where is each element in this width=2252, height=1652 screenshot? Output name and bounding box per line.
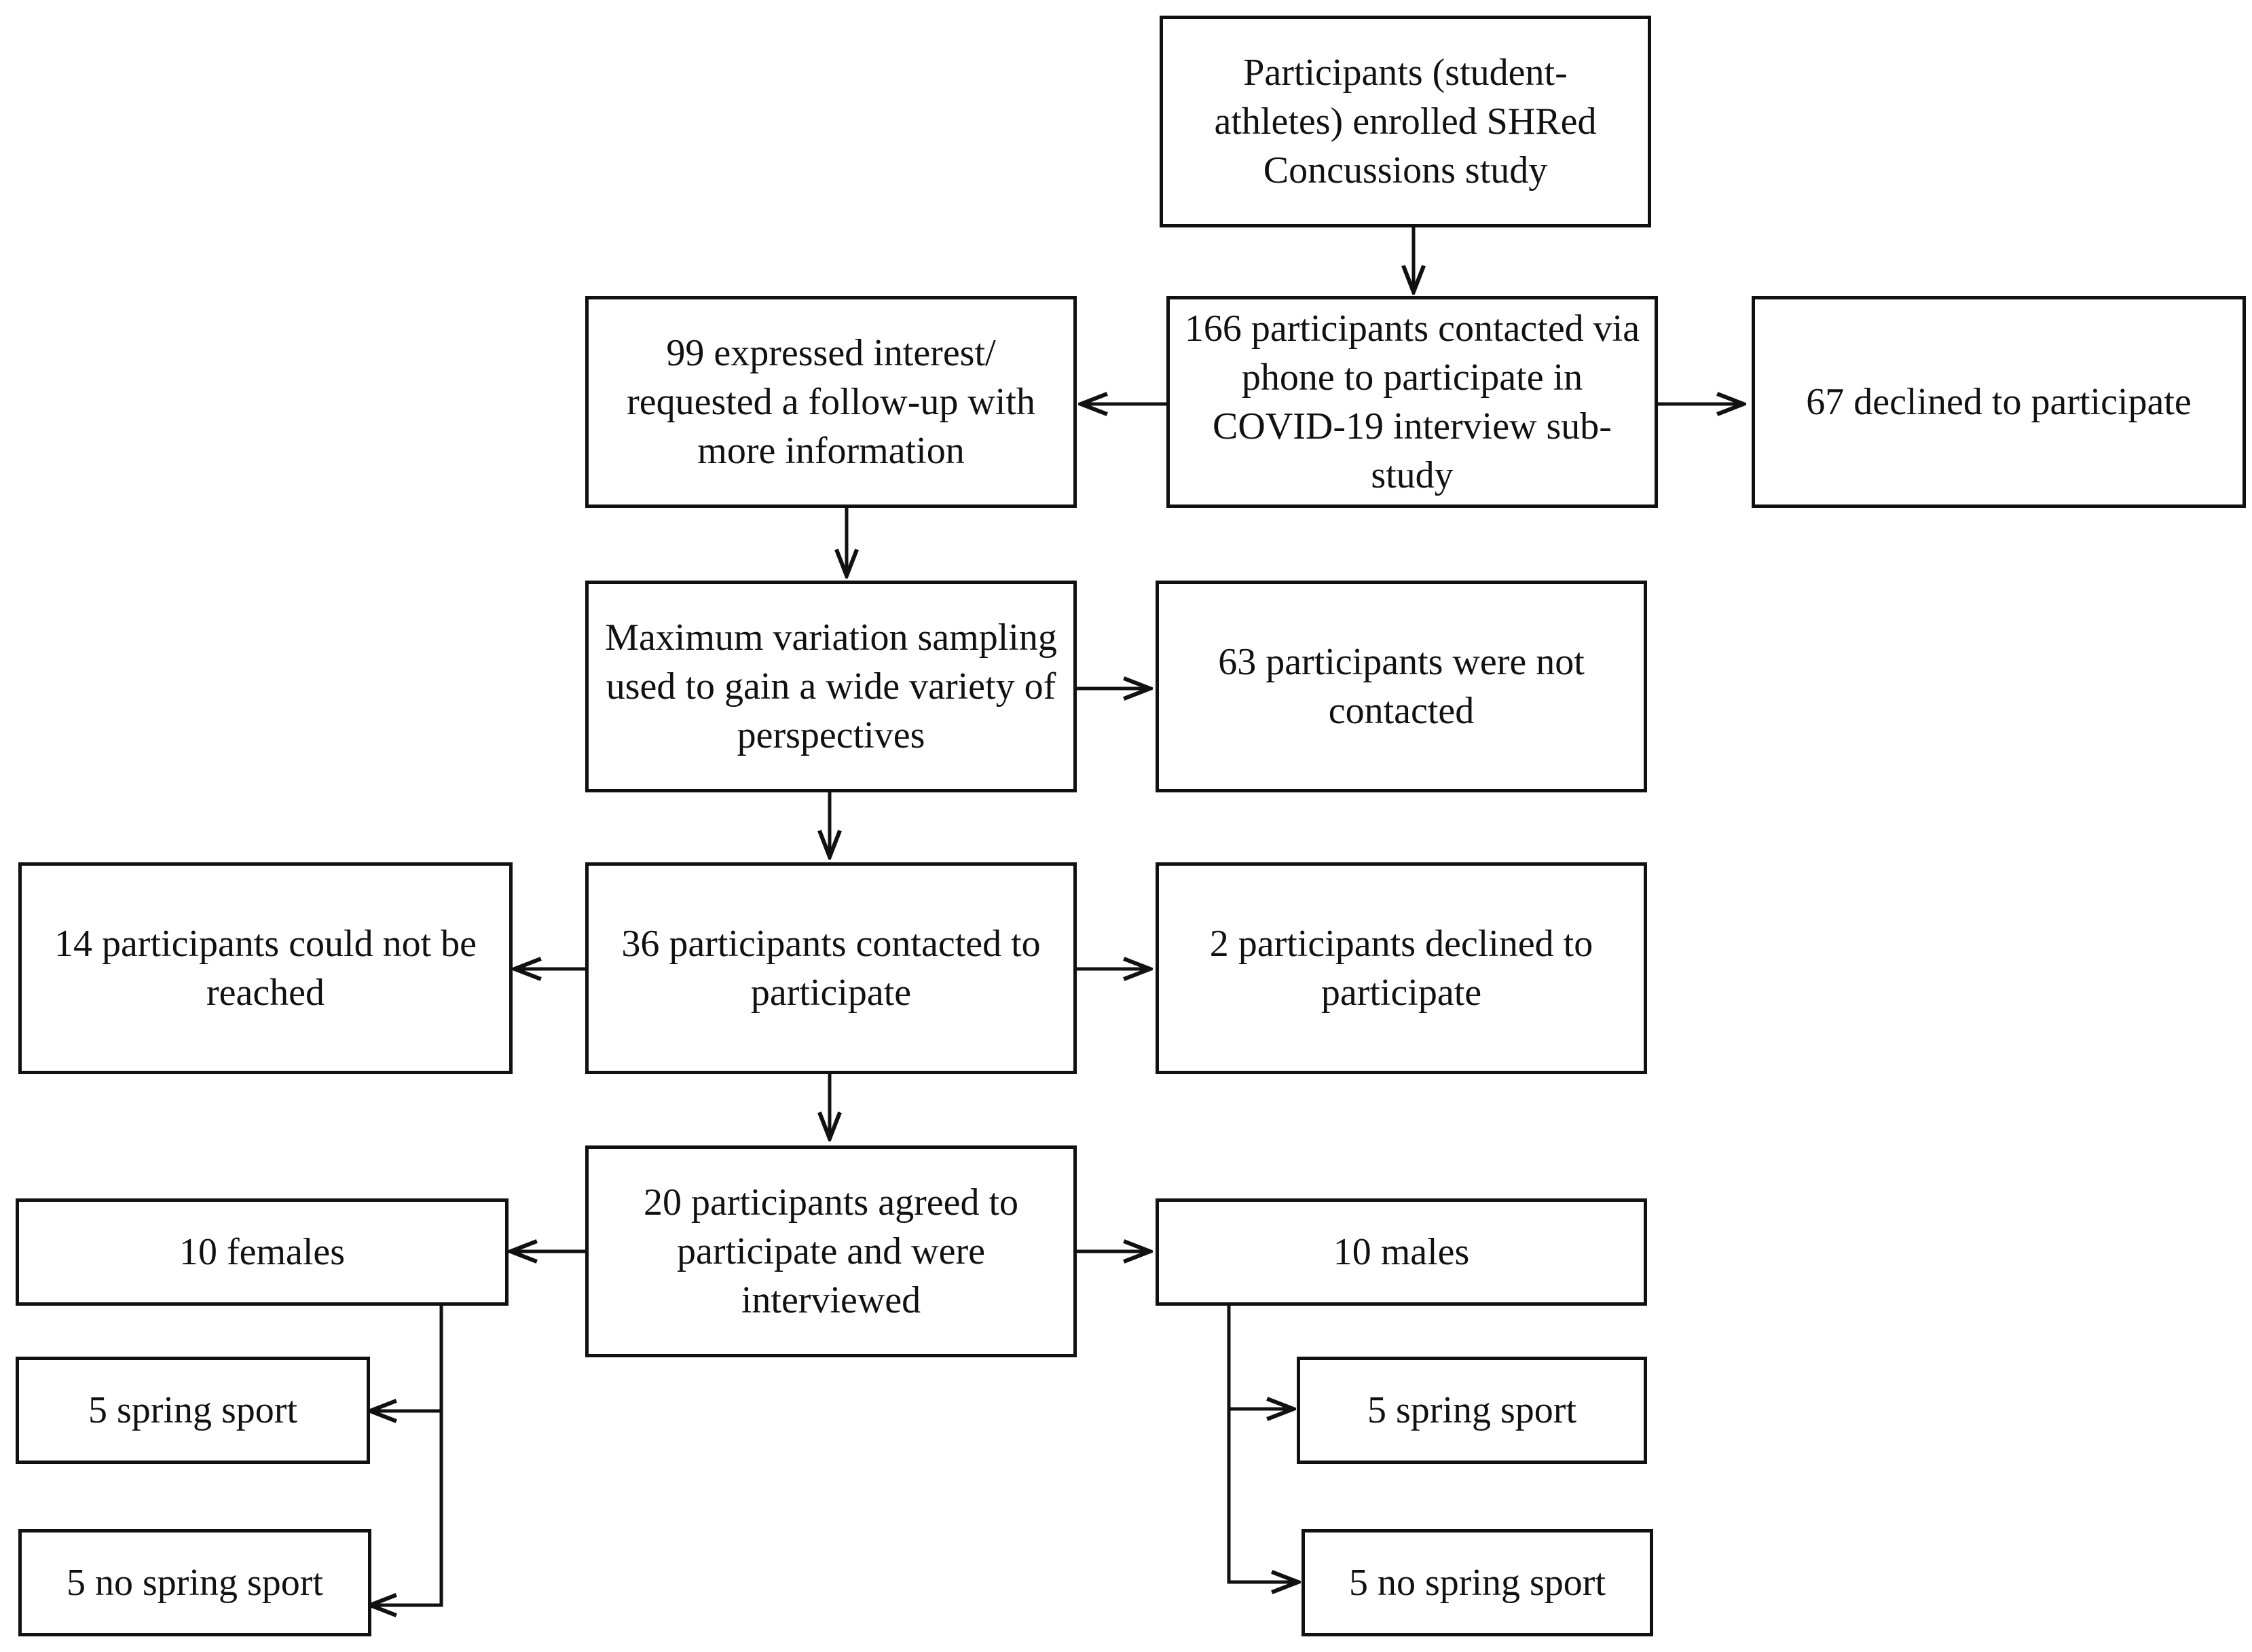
node-contacted-36-label: 36 participants contacted to participate (621, 923, 1041, 1014)
node-enrolled-label: Participants (student-athletes) enrolled… (1214, 52, 1597, 191)
node-f-no-spring: 5 no spring sport (18, 1529, 371, 1636)
node-males: 10 males (1156, 1198, 1647, 1306)
node-max-variation-label: Maximum variation sampling used to gain … (605, 617, 1057, 756)
node-contacted-phone-label: 166 participants contacted via phone to … (1184, 308, 1640, 496)
node-f-spring: 5 spring sport (16, 1357, 370, 1464)
node-m-no-spring-label: 5 no spring sport (1349, 1562, 1606, 1604)
node-expressed-interest-label: 99 expressed interest/ requested a follo… (627, 332, 1035, 472)
node-contacted-36: 36 participants contacted to participate (585, 862, 1077, 1074)
edge-males-trunk (1227, 1302, 1298, 1582)
node-not-reached-label: 14 participants could not be reached (54, 923, 477, 1014)
node-f-spring-label: 5 spring sport (88, 1389, 297, 1431)
node-males-label: 10 males (1333, 1231, 1470, 1273)
node-not-contacted-label: 63 participants were not contacted (1218, 641, 1585, 732)
node-declined-67: 67 declined to participate (1752, 296, 2246, 508)
node-m-spring-label: 5 spring sport (1367, 1389, 1576, 1431)
node-agreed-20: 20 participants agreed to participate an… (585, 1145, 1077, 1357)
node-agreed-20-label: 20 participants agreed to participate an… (643, 1181, 1018, 1321)
node-declined-2-label: 2 participants declined to participate (1209, 923, 1593, 1014)
node-declined-2: 2 participants declined to participate (1156, 862, 1647, 1074)
node-females: 10 females (16, 1198, 509, 1306)
node-m-no-spring: 5 no spring sport (1302, 1529, 1653, 1636)
node-not-reached: 14 participants could not be reached (18, 862, 513, 1074)
node-declined-67-label: 67 declined to participate (1806, 381, 2192, 423)
node-contacted-phone: 166 participants contacted via phone to … (1166, 296, 1658, 508)
node-females-label: 10 females (179, 1231, 346, 1273)
node-max-variation: Maximum variation sampling used to gain … (585, 581, 1077, 792)
node-enrolled: Participants (student-athletes) enrolled… (1160, 16, 1651, 227)
edge-females-trunk (370, 1302, 443, 1605)
node-expressed-interest: 99 expressed interest/ requested a follo… (585, 296, 1077, 508)
node-not-contacted: 63 participants were not contacted (1156, 581, 1647, 792)
node-f-no-spring-label: 5 no spring sport (67, 1562, 323, 1604)
node-m-spring: 5 spring sport (1297, 1357, 1647, 1464)
